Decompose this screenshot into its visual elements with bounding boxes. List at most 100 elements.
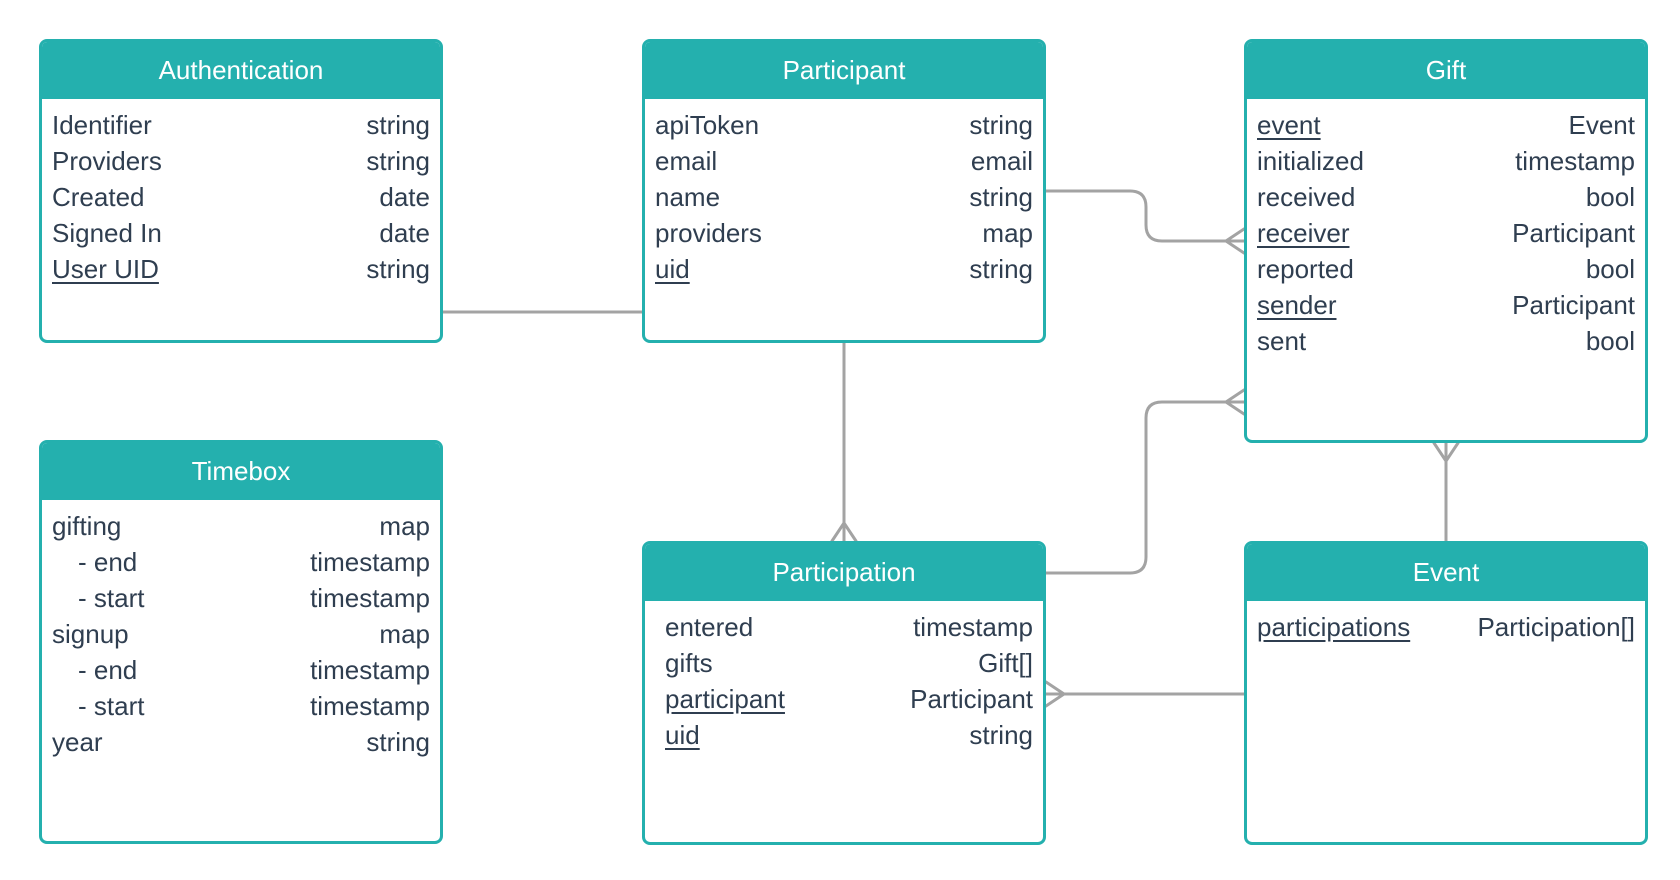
field-row: sent bool bbox=[1257, 323, 1635, 359]
field-name: - start bbox=[78, 690, 145, 721]
field-name: sender bbox=[1257, 289, 1337, 320]
field-name: gifts bbox=[665, 647, 713, 678]
crowfoot-participation-event bbox=[1044, 680, 1066, 708]
field-type: timestamp bbox=[310, 690, 430, 721]
crowfoot-gift-participation bbox=[1224, 388, 1246, 416]
field-row: - start timestamp bbox=[52, 688, 430, 724]
field-row: User UID string bbox=[52, 251, 430, 287]
field-type: date bbox=[379, 217, 430, 248]
field-name: event bbox=[1257, 109, 1321, 140]
field-name: initialized bbox=[1257, 145, 1364, 176]
field-type: string bbox=[366, 253, 430, 284]
field-type: string bbox=[969, 109, 1033, 140]
entity-title: Gift bbox=[1247, 42, 1645, 99]
entity-title: Event bbox=[1247, 544, 1645, 601]
field-type: map bbox=[379, 618, 430, 649]
field-row: apiToken string bbox=[655, 107, 1033, 143]
field-type: string bbox=[366, 726, 430, 757]
field-type: Participant bbox=[910, 683, 1033, 714]
field-row: event Event bbox=[1257, 107, 1635, 143]
field-type: map bbox=[982, 217, 1033, 248]
connector-participation-gift bbox=[1044, 400, 1246, 575]
field-name: sent bbox=[1257, 325, 1307, 356]
field-type: bool bbox=[1585, 325, 1635, 356]
field-type: string bbox=[969, 719, 1033, 750]
field-type: timestamp bbox=[310, 582, 430, 613]
field-row: - end timestamp bbox=[52, 544, 430, 580]
field-type: Participant bbox=[1512, 217, 1635, 248]
field-type: map bbox=[379, 510, 430, 541]
field-name: signup bbox=[52, 618, 129, 649]
field-name: reported bbox=[1257, 253, 1354, 284]
field-type: timestamp bbox=[1515, 145, 1635, 176]
field-name: Created bbox=[52, 181, 145, 212]
field-name: participations bbox=[1257, 611, 1411, 642]
field-row: gifts Gift[] bbox=[665, 645, 1033, 681]
field-name: - start bbox=[78, 582, 145, 613]
field-type: string bbox=[969, 253, 1033, 284]
field-name: Signed In bbox=[52, 217, 162, 248]
entity-timebox[interactable]: Timebox gifting map - end timestamp - start t… bbox=[39, 440, 443, 844]
field-row: participant Participant bbox=[665, 681, 1033, 717]
crowfoot-gift-receiver bbox=[1224, 227, 1246, 255]
field-type: bool bbox=[1585, 181, 1635, 212]
field-row: participations Participation[] bbox=[1257, 609, 1635, 645]
crowfoot-gift-event bbox=[1432, 441, 1460, 463]
field-name: participant bbox=[665, 683, 785, 714]
field-row: reported bool bbox=[1257, 251, 1635, 287]
field-row: uid string bbox=[655, 251, 1033, 287]
field-type: date bbox=[379, 181, 430, 212]
connector-participant-gift bbox=[1044, 189, 1246, 243]
field-name: uid bbox=[665, 719, 700, 750]
field-type: string bbox=[969, 181, 1033, 212]
field-type: string bbox=[366, 109, 430, 140]
entity-event[interactable]: Event participations Participation[] bbox=[1244, 541, 1648, 845]
field-row: sender Participant bbox=[1257, 287, 1635, 323]
field-name: receiver bbox=[1257, 217, 1350, 248]
entity-title: Authentication bbox=[42, 42, 440, 99]
field-name: entered bbox=[665, 611, 754, 642]
field-row: entered timestamp bbox=[665, 609, 1033, 645]
field-row: Identifier string bbox=[52, 107, 430, 143]
field-type: bool bbox=[1585, 253, 1635, 284]
field-type: string bbox=[366, 145, 430, 176]
entity-participation[interactable]: Participation entered timestamp gifts Gift[… bbox=[642, 541, 1046, 845]
field-name: Identifier bbox=[52, 109, 152, 140]
field-name: - end bbox=[78, 546, 138, 577]
entity-title: Participant bbox=[645, 42, 1043, 99]
entity-title: Timebox bbox=[42, 443, 440, 500]
field-name: uid bbox=[655, 253, 690, 284]
field-type: timestamp bbox=[310, 654, 430, 685]
field-row: - start timestamp bbox=[52, 580, 430, 616]
field-row: uid string bbox=[665, 717, 1033, 753]
field-row: Signed In date bbox=[52, 215, 430, 251]
entity-title: Participation bbox=[645, 544, 1043, 601]
field-type: timestamp bbox=[913, 611, 1033, 642]
field-name: received bbox=[1257, 181, 1356, 212]
field-name: - end bbox=[78, 654, 138, 685]
field-name: apiToken bbox=[655, 109, 760, 140]
field-row: Created date bbox=[52, 179, 430, 215]
field-type: email bbox=[970, 145, 1033, 176]
field-type: Event bbox=[1568, 109, 1636, 140]
field-name: gifting bbox=[52, 510, 122, 541]
field-row: gifting map bbox=[52, 508, 430, 544]
field-type: Participation[] bbox=[1477, 611, 1635, 642]
field-row: receiver Participant bbox=[1257, 215, 1635, 251]
crowfoot-participation-participant bbox=[830, 521, 858, 543]
field-row: received bool bbox=[1257, 179, 1635, 215]
field-type: Gift[] bbox=[978, 647, 1033, 678]
field-row: signup map bbox=[52, 616, 430, 652]
field-type: Participant bbox=[1512, 289, 1635, 320]
field-name: User UID bbox=[52, 253, 159, 284]
field-type: timestamp bbox=[310, 546, 430, 577]
